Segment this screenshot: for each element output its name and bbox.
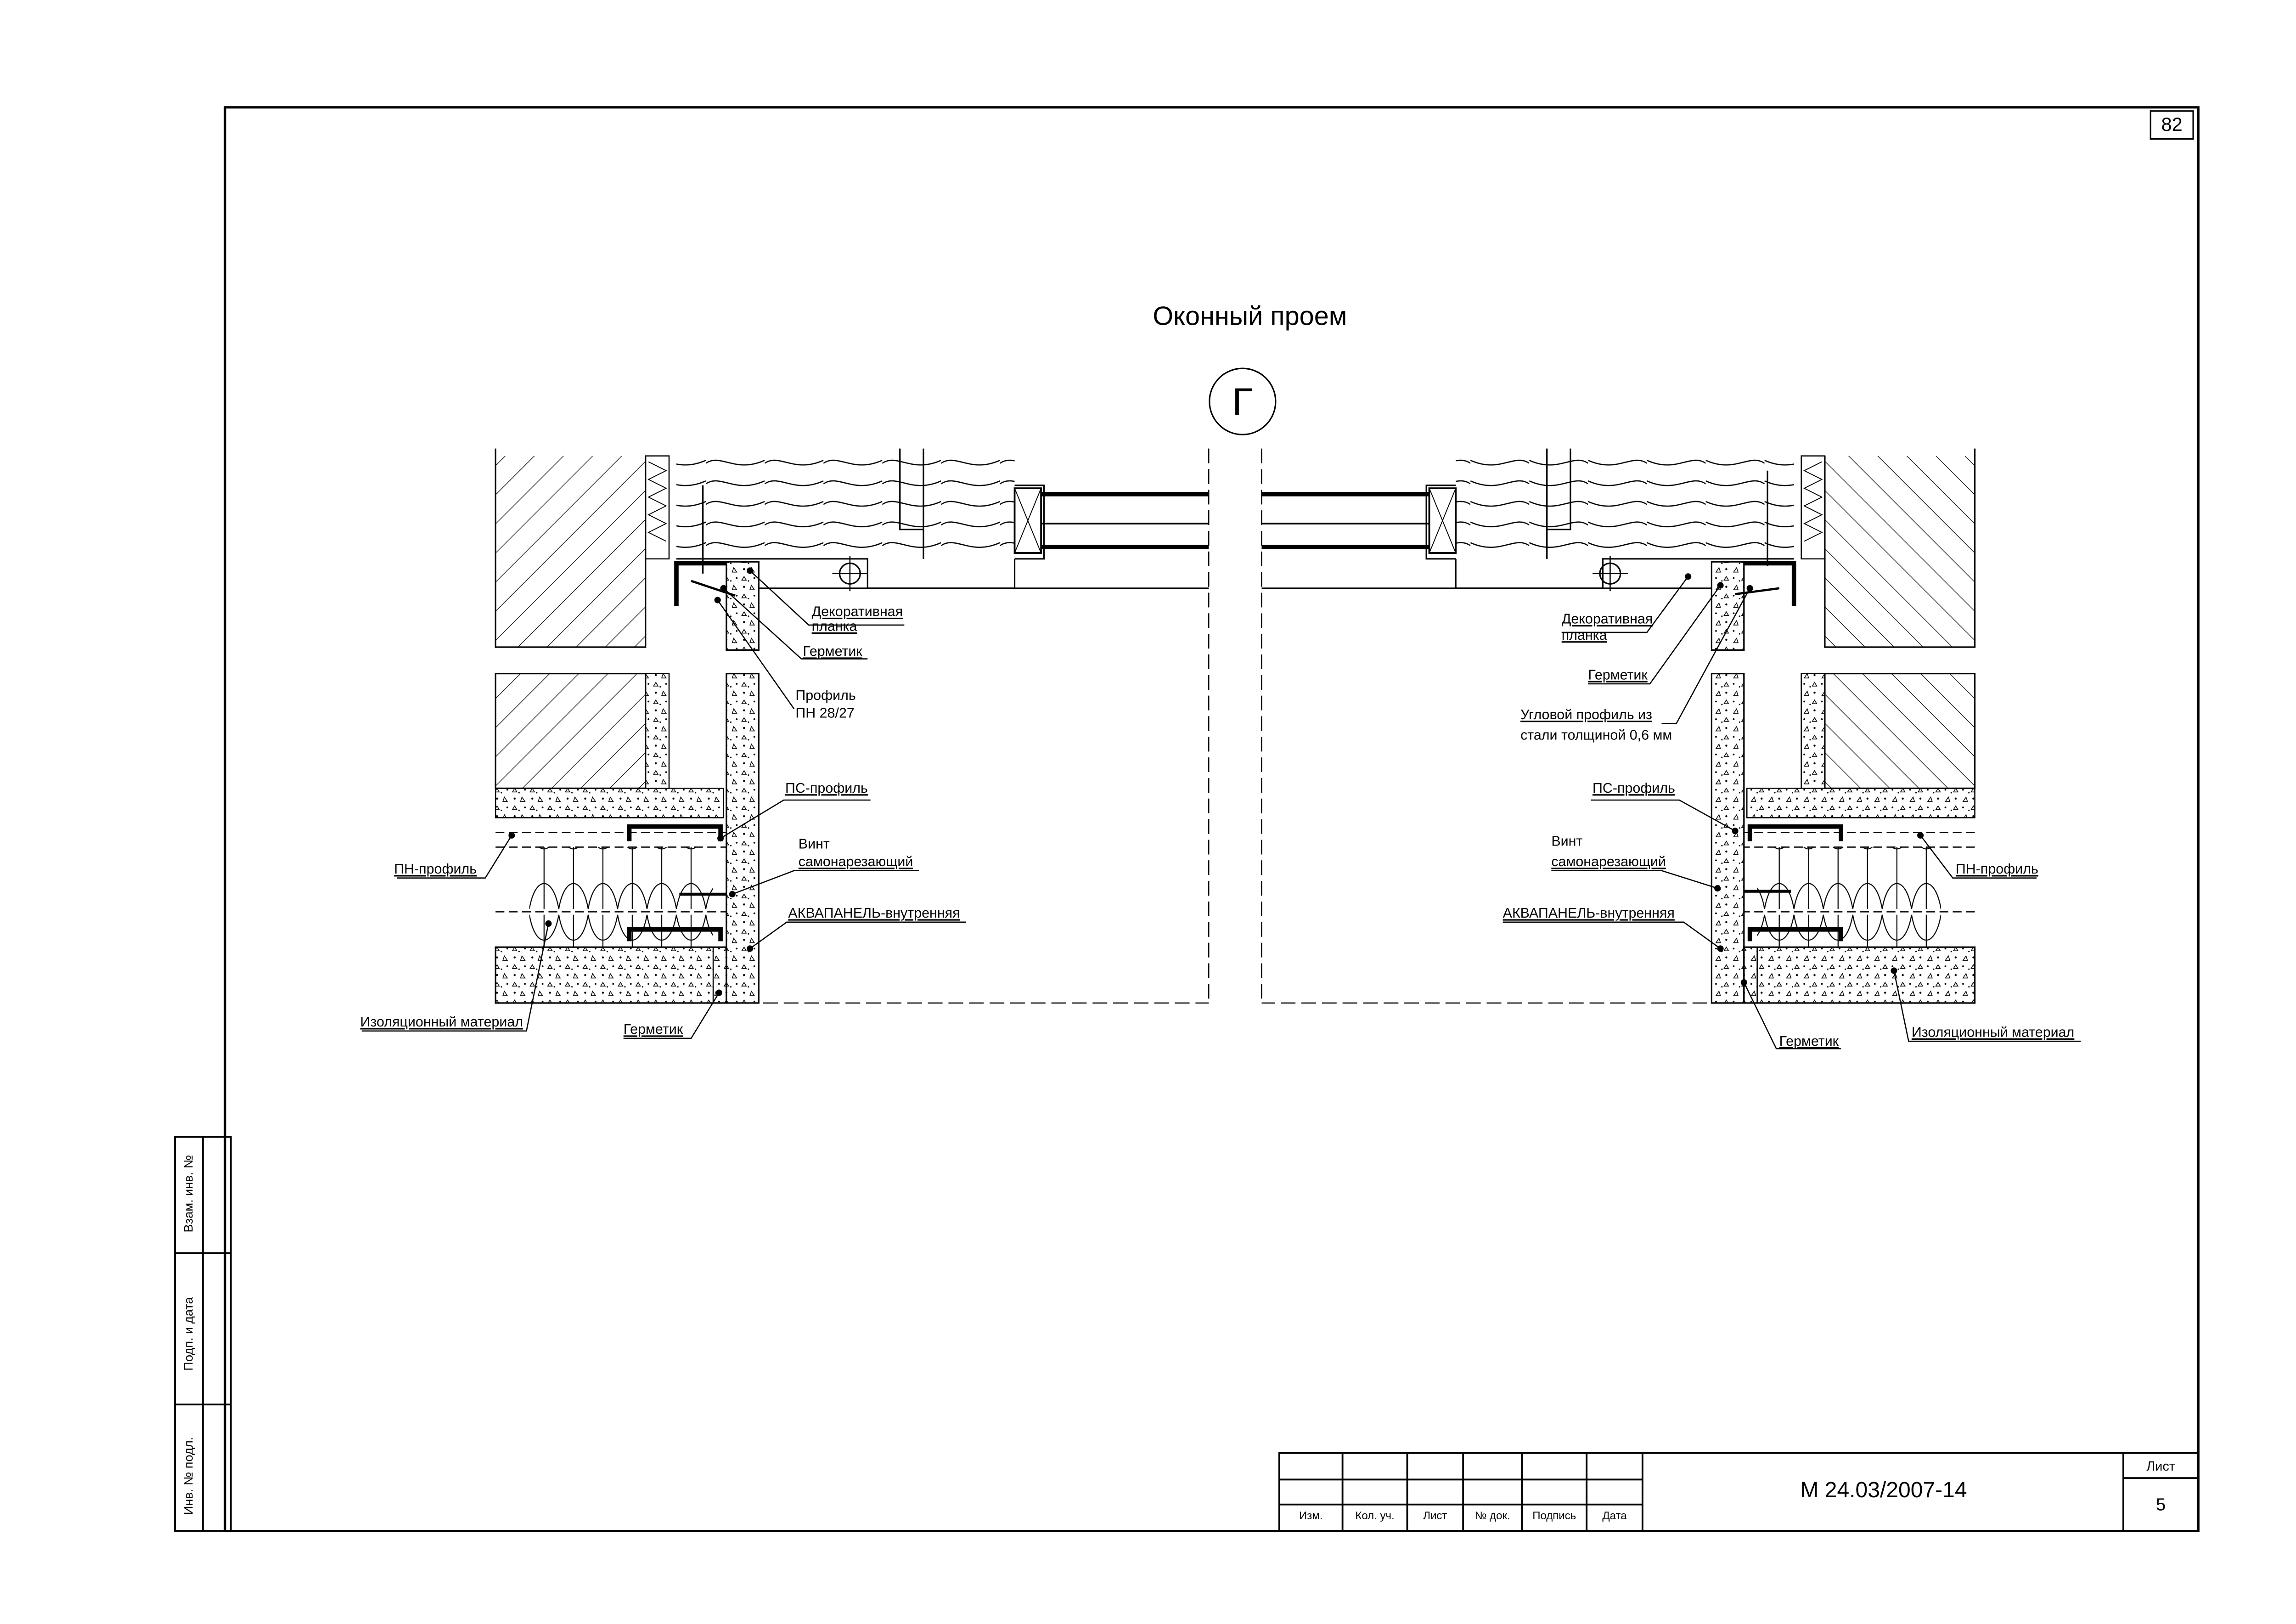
tb-sheet-label: Лист (2146, 1459, 2175, 1474)
tb-col-list: Лист (1423, 1509, 1447, 1522)
document-code: М 24.03/2007-14 (1800, 1478, 1967, 1503)
label-screw-left-2: самонарезающий (798, 854, 913, 871)
label-screw-right-1: Винт (1551, 834, 1583, 850)
label-pn-profile-left: ПН-профиль (394, 862, 477, 878)
tb-col-izm: Изм. (1299, 1509, 1323, 1522)
drawing-title: Оконный проем (1153, 301, 1347, 331)
label-sealant-right-top: Герметик (1588, 667, 1648, 684)
label-screw-right-2: самонарезающий (1551, 854, 1666, 871)
label-profile-pn-1: Профиль (795, 688, 856, 705)
label-insulation-right: Изоляционный материал (1911, 1025, 2075, 1042)
label-pn-profile-right: ПН-профиль (1955, 862, 2038, 878)
label-screw-left-1: Винт (798, 837, 830, 853)
label-aquapanel-left: АКВАПАНЕЛЬ-внутренняя (788, 906, 960, 922)
stamp-inv-orig: Инв. № подл. (180, 1437, 196, 1515)
left-stamp-strip (174, 1136, 232, 1532)
label-insulation-left: Изоляционный материал (360, 1015, 523, 1031)
label-decor-strip-right-2: планка (1561, 628, 1607, 644)
leader-lines (361, 567, 2081, 1049)
tb-col-date: Дата (1602, 1509, 1627, 1522)
right-detail (1261, 448, 1976, 1004)
stamp-sign-date: Подп. и дата (180, 1297, 196, 1371)
section-marker: Г (1209, 367, 1277, 435)
tb-col-sign: Подпись (1532, 1509, 1576, 1522)
title-block (1278, 1452, 2200, 1532)
label-sealant-right-bottom: Герметик (1779, 1034, 1839, 1050)
label-sealant-left-bottom: Герметик (623, 1022, 683, 1038)
label-corner-profile-1: Угловой профиль из (1520, 707, 1653, 724)
label-decor-strip-left-2: планка (811, 619, 857, 636)
sheet-frame (224, 106, 2200, 1533)
label-ps-profile-left: ПС-профиль (785, 781, 868, 797)
tb-sheet-number: 5 (2155, 1494, 2166, 1515)
label-sealant-left-top: Герметик (803, 644, 862, 660)
label-ps-profile-right: ПС-профиль (1592, 781, 1675, 797)
label-decor-strip-right-1: Декоративная (1561, 612, 1653, 628)
label-decor-strip-left-1: Декоративная (811, 604, 903, 621)
page-number: 82 (2150, 110, 2194, 140)
left-detail (495, 448, 1210, 1004)
tb-col-doc: № док. (1474, 1509, 1510, 1522)
label-profile-pn-2: ПН 28/27 (795, 706, 855, 722)
stamp-replace-inv: Взам. инв. № (180, 1155, 196, 1233)
label-aquapanel-right: АКВАПАНЕЛЬ-внутренняя (1503, 906, 1675, 922)
tb-col-kol-uch: Кол. уч. (1355, 1509, 1395, 1522)
label-corner-profile-2: стали толщиной 0,6 мм (1520, 728, 1672, 744)
